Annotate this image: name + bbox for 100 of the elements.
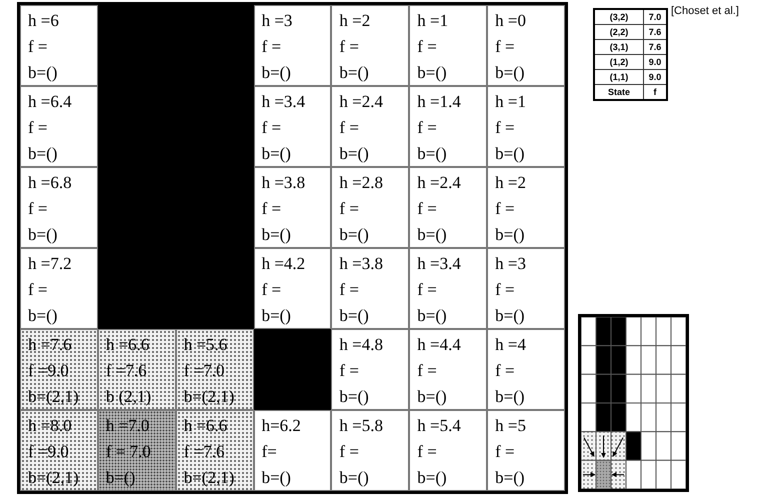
backpointer-value: b=() [28,305,58,327]
cost-value: f = [495,198,516,220]
cost-value: f = [262,36,282,58]
cost-value: f = [495,36,516,58]
heuristic-value: h =2 [495,172,527,194]
backpointer-value: b=() [262,467,292,489]
backpointer-value: b=() [339,143,370,165]
cost-value: f = [417,36,438,58]
state-cell: (1,1) [594,70,644,84]
backpointer-value: b=() [262,305,292,327]
backpointer-value: b=() [28,224,58,246]
heuristic-value: h =3.8 [262,172,306,194]
heuristic-value: h =5.8 [339,415,384,437]
backpointer-value: b=() [417,62,448,84]
state-cell: (1,2) [594,54,644,70]
heuristic-value: h =2 [339,10,372,32]
heuristic-value: h =6.6 [106,334,150,356]
cost-value: f = [339,36,360,58]
heuristic-value: h =3.4 [262,91,306,113]
backpointer-value: b=() [495,62,526,84]
heuristic-value: h =4.8 [339,334,384,356]
cost-value: f = 7.0 [106,441,152,463]
cost-value: f = [417,441,438,463]
backpointer-value: b=() [495,386,526,408]
backpointer-value: b=() [495,224,526,246]
cost-value: f = [339,117,360,139]
backpointer-value: b=() [417,143,448,165]
backpointer-value: b=(2,1) [184,467,236,489]
cost-value: f = [339,360,360,382]
backpointer-value: b=(2,1) [184,386,236,408]
heuristic-value: h =2.4 [339,91,384,113]
cost-value: f = [495,279,516,301]
backpointer-value: b=() [262,224,292,246]
cost-value: f = [417,360,438,382]
cost-value: f = [28,117,48,139]
cost-value: f = [339,441,360,463]
heuristic-value: h =0 [495,10,527,32]
backpointer-value: b=() [417,467,448,489]
cost-value: f =9.0 [28,360,70,382]
cost-value: f = [339,198,360,220]
cost-value: f = [495,360,516,382]
heuristic-value: h =4 [495,334,527,356]
heuristic-value: h =6.6 [184,415,228,437]
citation: [Choset et al.] [671,5,739,17]
heuristic-value: h =7.0 [106,415,150,437]
cost-value: f = [262,117,282,139]
backpointer-value: b=() [262,62,292,84]
heuristic-value: h =8.0 [28,415,73,437]
heuristic-value: h =6.4 [28,91,73,113]
heuristic-value: h =3 [262,10,294,32]
heuristic-value: h =3.4 [417,253,462,275]
cost-value: f = [28,36,48,58]
backpointer-value: b=() [417,224,448,246]
backpointer-value: b=() [262,143,292,165]
heuristic-value: h =1.4 [417,91,462,113]
cost-value: f =7.6 [184,441,226,463]
heuristic-value: h =4.4 [417,334,462,356]
heuristic-value: h=6.2 [262,415,302,437]
cost-value: f = [28,279,48,301]
cost-value: f= [262,441,278,463]
heuristic-value: h =4.2 [262,253,306,275]
backpointer-value: b=() [495,305,526,327]
heuristic-value: h =3.8 [339,253,384,275]
state-cell: (3,2) [594,9,644,24]
heuristic-value: h =1 [417,10,450,32]
backpointer-value: b=() [339,305,370,327]
heuristic-value: h =7.6 [28,334,73,356]
heuristic-value: h =2.8 [339,172,384,194]
backpointer-value: b=() [106,467,136,489]
cost-value: f =9.0 [28,441,70,463]
backpointer-value: b=() [339,467,370,489]
cost-value: f = [495,441,516,463]
cost-value: f = [495,117,516,139]
cost-value: f =7.0 [184,360,226,382]
heuristic-value: h =6.8 [28,172,73,194]
backpointer-value: b=() [495,467,526,489]
backpointer-value: b=() [339,386,370,408]
cost-value: f = [417,279,438,301]
heuristic-value: h =5 [495,415,527,437]
backpointer-value: b=() [339,224,370,246]
cost-value: f = [339,279,360,301]
backpointer-value: b=(2,1) [28,467,80,489]
cost-value: f =7.6 [106,360,148,382]
state-cell: (3,1) [594,40,644,54]
backpointer-value: b=() [28,62,58,84]
backpointer-value: b=() [495,143,526,165]
backpointer-value: b=() [339,62,370,84]
state-cell: (2,2) [594,24,644,40]
backpointer-value: b=(2,1) [28,386,80,408]
cost-value: f = [262,198,282,220]
heuristic-value: h =7.2 [28,253,73,275]
heuristic-value: h =5.4 [417,415,462,437]
cost-value: f = [417,117,438,139]
heuristic-value: h =6 [28,10,60,32]
backpointer-value: b=() [417,305,448,327]
backpointer-value: b=() [28,143,58,165]
backpointer-value: b=() [417,386,448,408]
heuristic-value: h =2.4 [417,172,462,194]
cost-value: f = [28,198,48,220]
heuristic-value: h =5.6 [184,334,228,356]
